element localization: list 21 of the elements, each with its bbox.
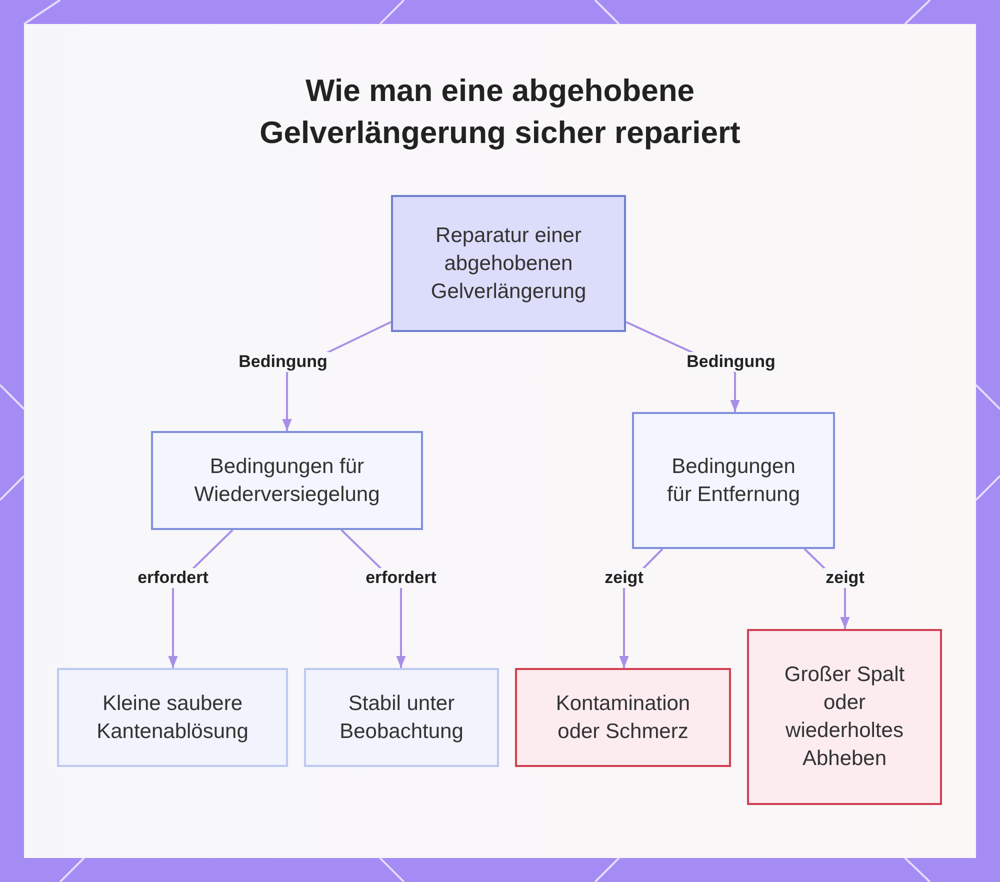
edge-label: zeigt — [824, 568, 866, 588]
node-text: Stabil unter Beobachtung — [338, 690, 464, 744]
process-box — [515, 668, 731, 767]
process-box — [57, 668, 288, 767]
node-text: Bedingungen für Wiederversiegelung — [193, 454, 381, 508]
node-text: Bedingungen für Entfernung — [666, 454, 802, 508]
edge-label: erfordert — [364, 568, 438, 588]
node-text: Großer Spalt oder wiederholtes Abheben — [783, 662, 906, 772]
edge-label: zeigt — [602, 568, 646, 588]
node-text: Kleine saubere Kantenablösung — [96, 690, 250, 744]
node-text: Kontamination oder Schmerz — [554, 690, 692, 744]
process-box — [391, 195, 626, 332]
edge-label: Bedingung — [684, 352, 778, 372]
edge-label: Bedingung — [236, 352, 330, 372]
process-box — [632, 412, 835, 549]
edge-label: erfordert — [136, 568, 210, 588]
title: Wie man eine abgehobene Gelverlängerung sicher repariert — [258, 72, 742, 152]
node-text: Reparatur einer abgehobenen Gelverlängerung — [430, 222, 588, 304]
process-box — [151, 431, 423, 530]
process-box — [304, 668, 499, 767]
process-box — [747, 629, 942, 805]
